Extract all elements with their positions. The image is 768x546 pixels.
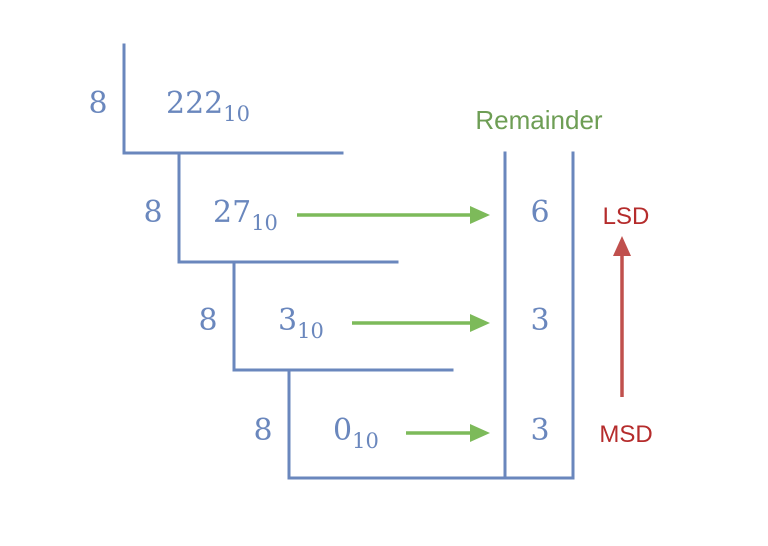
quotient-0-value: 0 (333, 413, 352, 448)
remainder-arrows (297, 206, 490, 442)
divisor-4: 8 (253, 413, 272, 448)
arrow-head-3 (470, 424, 490, 442)
division-brackets (122, 43, 507, 480)
quotient-27: 2710 (213, 195, 278, 235)
lsd-label: LSD (603, 203, 650, 230)
divisor-2: 8 (143, 195, 162, 230)
up-arrow-icon (613, 236, 631, 256)
arrow-head-1 (470, 206, 490, 224)
divisor-3: 8 (198, 303, 217, 338)
division-bracket-3 (232, 260, 454, 372)
quotient-3-value: 3 (278, 303, 297, 338)
msd-to-lsd-arrow (613, 236, 631, 397)
division-bracket-2 (177, 151, 399, 264)
msd-label: MSD (599, 421, 652, 448)
quotient-0: 010 (333, 413, 379, 453)
divisor-1: 8 (88, 86, 107, 121)
remainder-heading: Remainder (475, 105, 603, 135)
quotient-27-value: 27 (213, 195, 251, 230)
quotient-27-base: 10 (251, 211, 278, 235)
dividend-222-value: 222 (166, 86, 223, 121)
arrow-head-2 (470, 314, 490, 332)
dividend-222: 22210 (166, 86, 250, 126)
division-bracket-4 (287, 368, 507, 480)
remainder-column (503, 151, 575, 480)
remainder-3-upper: 3 (530, 303, 549, 338)
division-bracket-1 (122, 43, 344, 155)
remainder-6: 6 (530, 195, 549, 230)
quotient-0-base: 10 (352, 429, 379, 453)
quotient-3-base: 10 (297, 319, 324, 343)
remainder-3-lower: 3 (530, 413, 549, 448)
quotient-3: 310 (278, 303, 324, 343)
dividend-222-base: 10 (223, 102, 250, 126)
